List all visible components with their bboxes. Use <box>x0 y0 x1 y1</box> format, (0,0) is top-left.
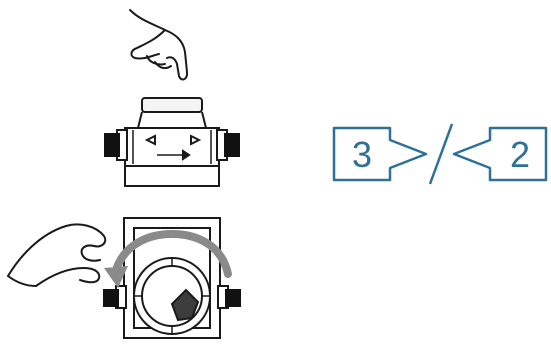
slash-divider <box>430 124 452 184</box>
hand-pointing-down <box>130 10 187 79</box>
option-3-or-2-icon: 3 2 <box>330 120 550 188</box>
hand-rotating-valve-icon <box>0 216 250 344</box>
right-pointer-box <box>454 128 546 180</box>
right-option-number: 2 <box>510 134 530 175</box>
hand-pressing-valve-icon <box>95 0 255 196</box>
left-option-number: 3 <box>352 134 372 175</box>
hand-gripping <box>8 224 105 286</box>
left-pointer-box <box>334 128 426 180</box>
valve-body <box>105 98 239 186</box>
